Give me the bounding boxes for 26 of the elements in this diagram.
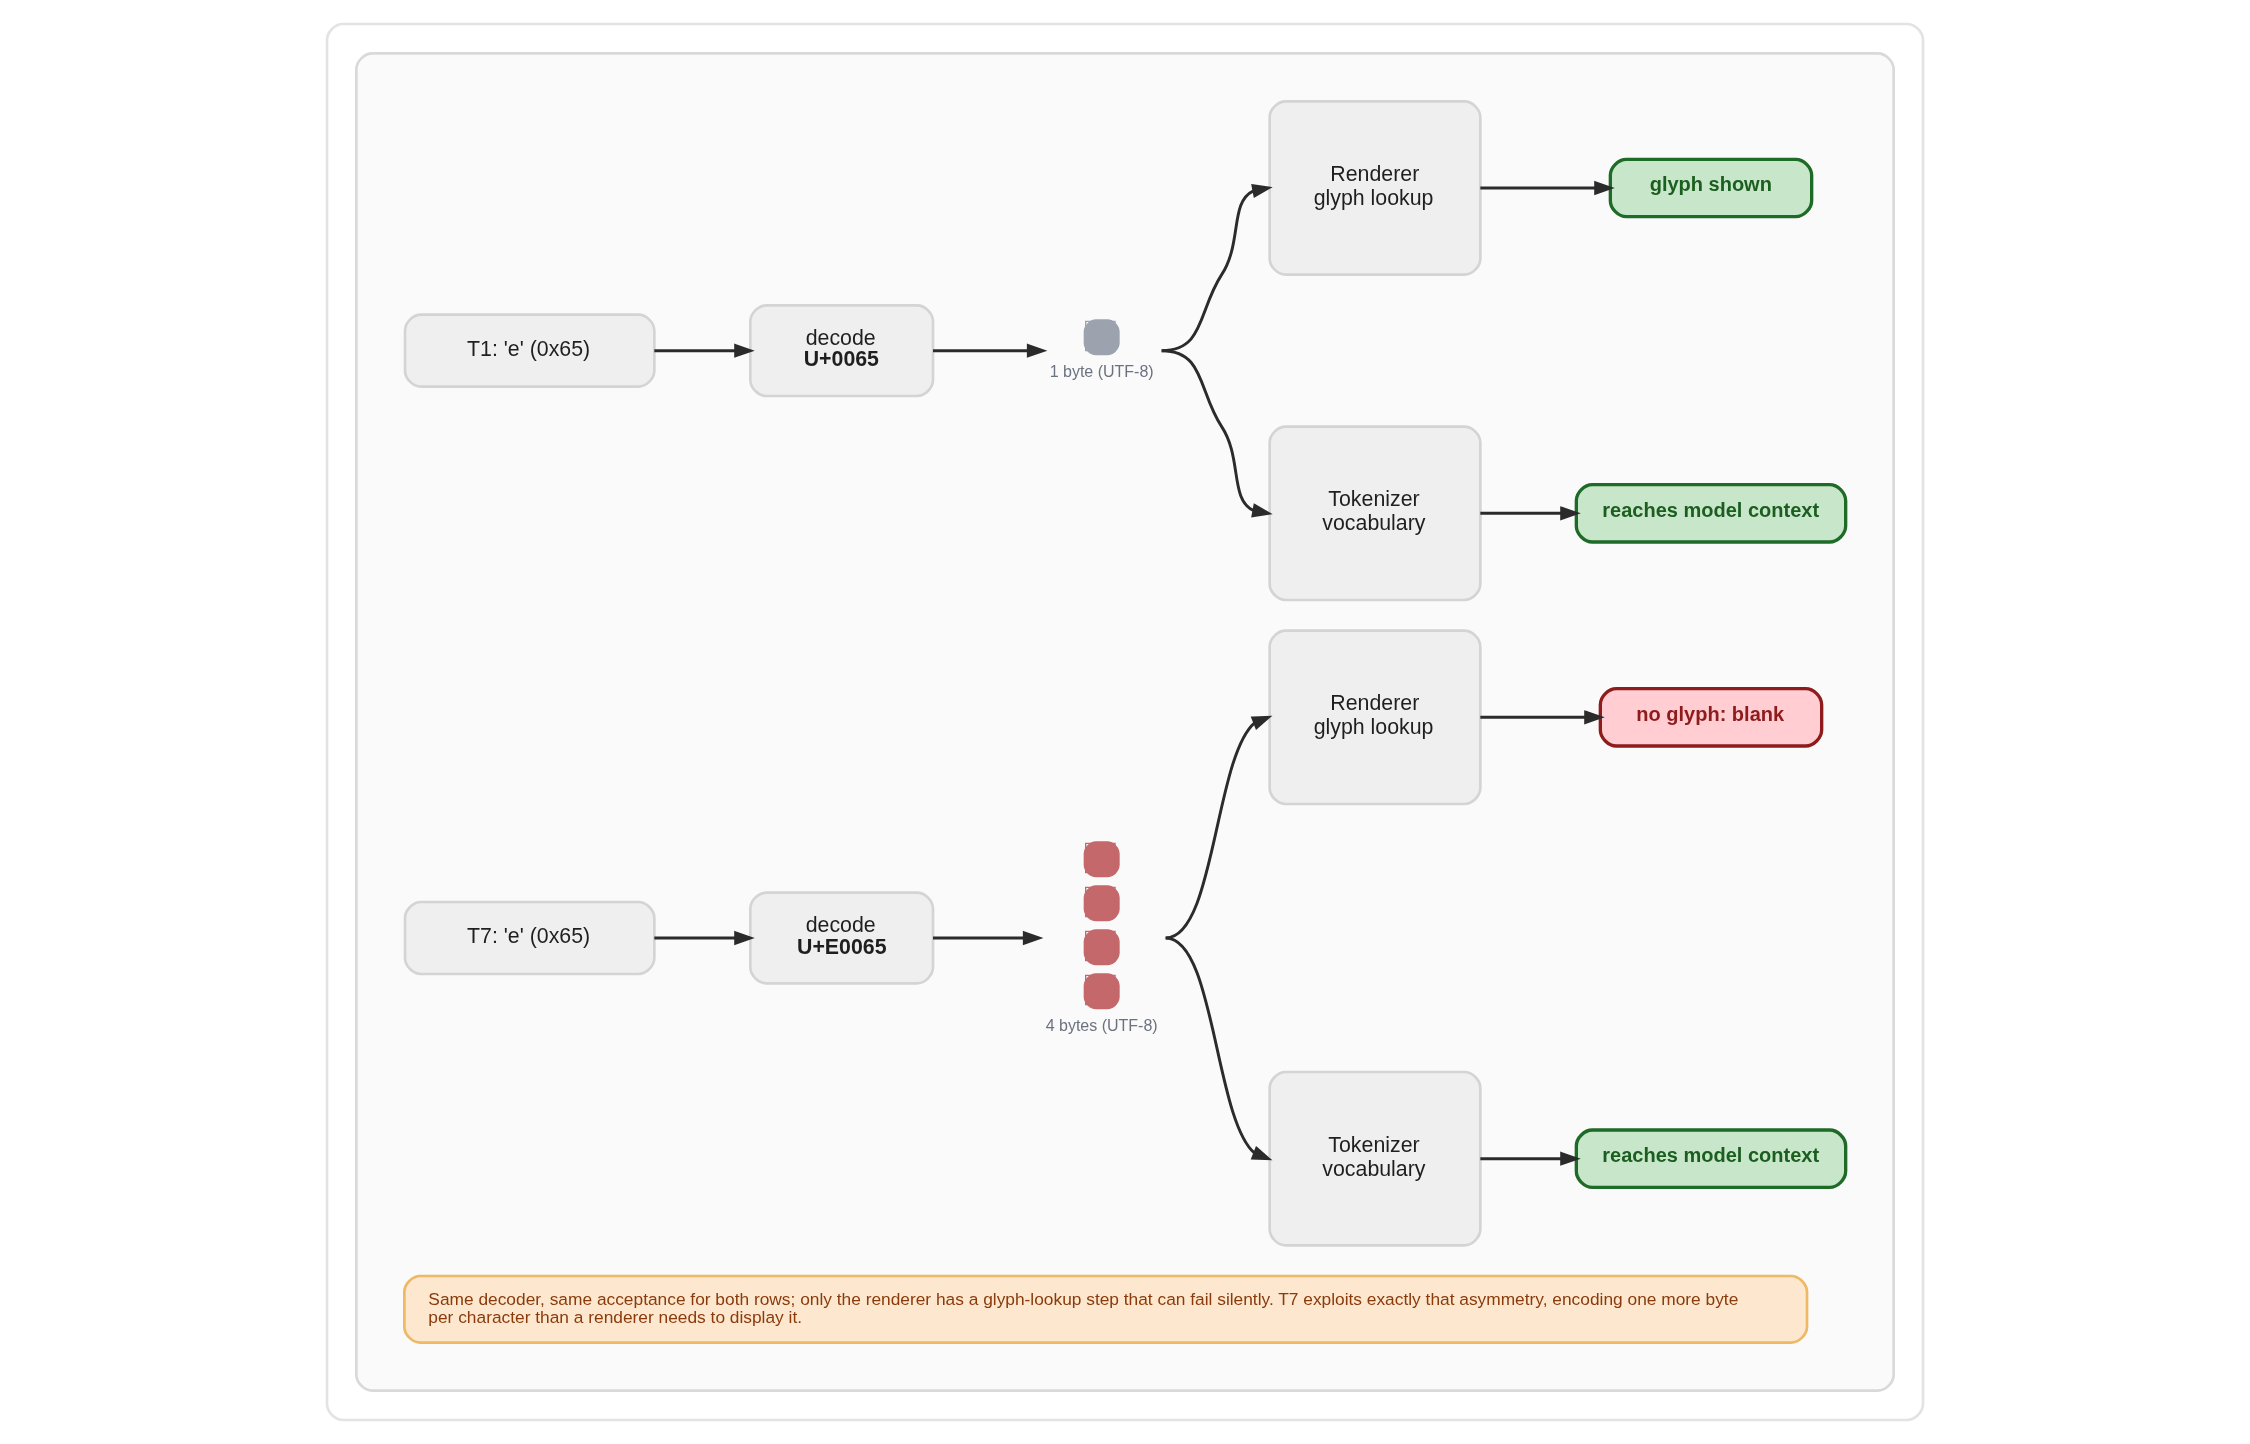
node-label: 4 bytes (UTF-8) <box>1045 1016 1158 1034</box>
arrow <box>1480 180 1615 196</box>
node-label: 1 byte (UTF-8) <box>1049 362 1154 380</box>
node-box: reaches model context <box>1574 483 1848 544</box>
arrow <box>933 930 1044 946</box>
node-box: decode U+0065 <box>749 304 935 398</box>
arrow <box>1165 715 1273 940</box>
arrow <box>1480 710 1605 725</box>
node-box: T7: 'e' (0x65) <box>403 900 656 976</box>
node-box: Tokenizer vocabulary <box>1268 425 1482 602</box>
node-box: glyph shown <box>1608 157 1814 219</box>
node-box: T1: 'e' (0x65) <box>403 313 656 388</box>
node-box: Tokenizer vocabulary <box>1268 1070 1482 1247</box>
node-box: reaches model context <box>1574 1128 1848 1189</box>
node-box: Renderer glyph lookup <box>1268 629 1482 806</box>
arrow <box>1165 936 1273 1161</box>
node-box: no glyph: blank <box>1598 687 1824 748</box>
node-box: Same decoder, same acceptance for both rows; only the renderer has a glyph-lookup step that can fail silently. T7 exploits exactly that asymmetry, encoding one more byte per character than a renderer needs to display it. <box>403 1274 1809 1344</box>
node-box: decode U+E0065 <box>749 891 935 985</box>
arrow <box>1480 1151 1581 1166</box>
node-box: Renderer glyph lookup <box>1268 100 1482 276</box>
arrow <box>933 343 1048 358</box>
arrow <box>1161 349 1273 518</box>
arrow <box>654 930 755 946</box>
arrow <box>1480 506 1581 521</box>
arrow <box>654 343 755 358</box>
